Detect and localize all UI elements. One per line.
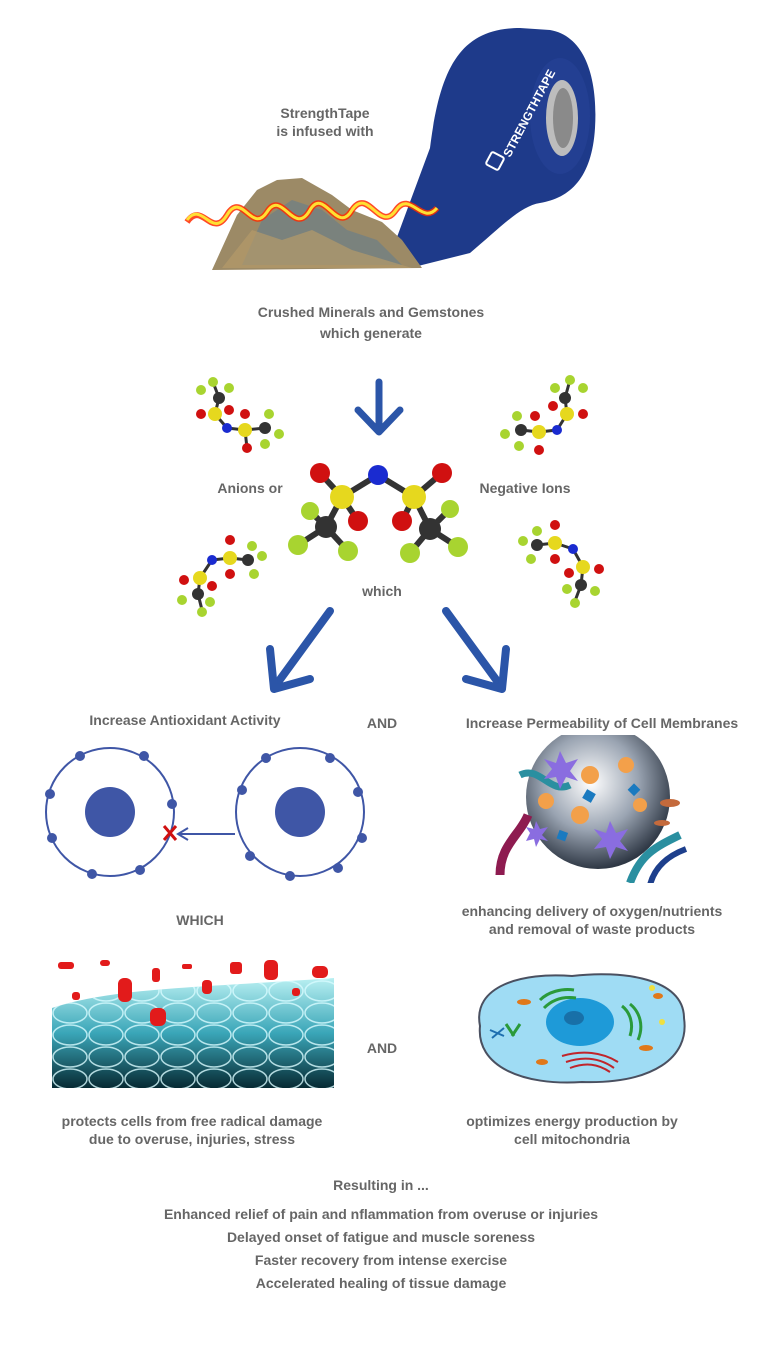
antioxidant-title: Increase Antioxidant Activity [89, 712, 281, 728]
small-molecule-top-right-icon [495, 368, 605, 463]
which-label: which [362, 583, 402, 599]
protects-line-1: protects cells from free radical damage [61, 1113, 323, 1129]
protects-line-2: due to overuse, injuries, stress [88, 1131, 296, 1147]
intro-line-1: StrengthTape [280, 105, 370, 121]
animal-cell-image [462, 966, 692, 1088]
cell-membrane-image [480, 735, 690, 883]
anions-label: Anions or [217, 480, 283, 496]
result-item: Faster recovery from intense exercise [254, 1252, 508, 1268]
tape-roll-image: STRENGTHTAPE [370, 28, 600, 268]
permeability-title: Increase Permeability of Cell Membranes [465, 715, 739, 731]
result-item: Delayed onset of fatigue and muscle sore… [226, 1229, 536, 1245]
optimizes-line-2: cell mitochondria [514, 1131, 630, 1147]
mineral-rock-image [182, 160, 442, 275]
small-molecule-top-left-icon [185, 370, 290, 465]
central-molecule-icon [282, 455, 482, 575]
and-label-top: AND [366, 715, 398, 731]
tissue-free-radicals-image [52, 958, 334, 1088]
enhancing-line-2: and removal of waste products [488, 921, 696, 937]
arrow-down-left-icon [262, 605, 337, 695]
minerals-line-2: which generate [320, 325, 422, 341]
enhancing-line-1: enhancing delivery of oxygen/nutrients [461, 903, 723, 919]
result-item: Enhanced relief of pain and nflammation … [163, 1206, 599, 1222]
optimizes-line-1: optimizes energy production by [466, 1113, 678, 1129]
arrow-down-icon [352, 378, 406, 438]
arrow-down-right-icon [440, 605, 515, 695]
small-molecule-bottom-left-icon [168, 528, 273, 628]
small-molecule-bottom-right-icon [515, 515, 615, 615]
minerals-line-1: Crushed Minerals and Gemstones [257, 304, 485, 320]
results-heading: Resulting in ... [333, 1177, 429, 1193]
negative-ions-label: Negative Ions [479, 480, 571, 496]
free-radical-atoms-image [40, 738, 380, 888]
intro-line-2: is infused with [276, 123, 374, 139]
result-item: Accelerated healing of tissue damage [255, 1275, 507, 1291]
and-label-bottom: AND [366, 1040, 398, 1056]
which-caps-label: WHICH [176, 912, 224, 928]
